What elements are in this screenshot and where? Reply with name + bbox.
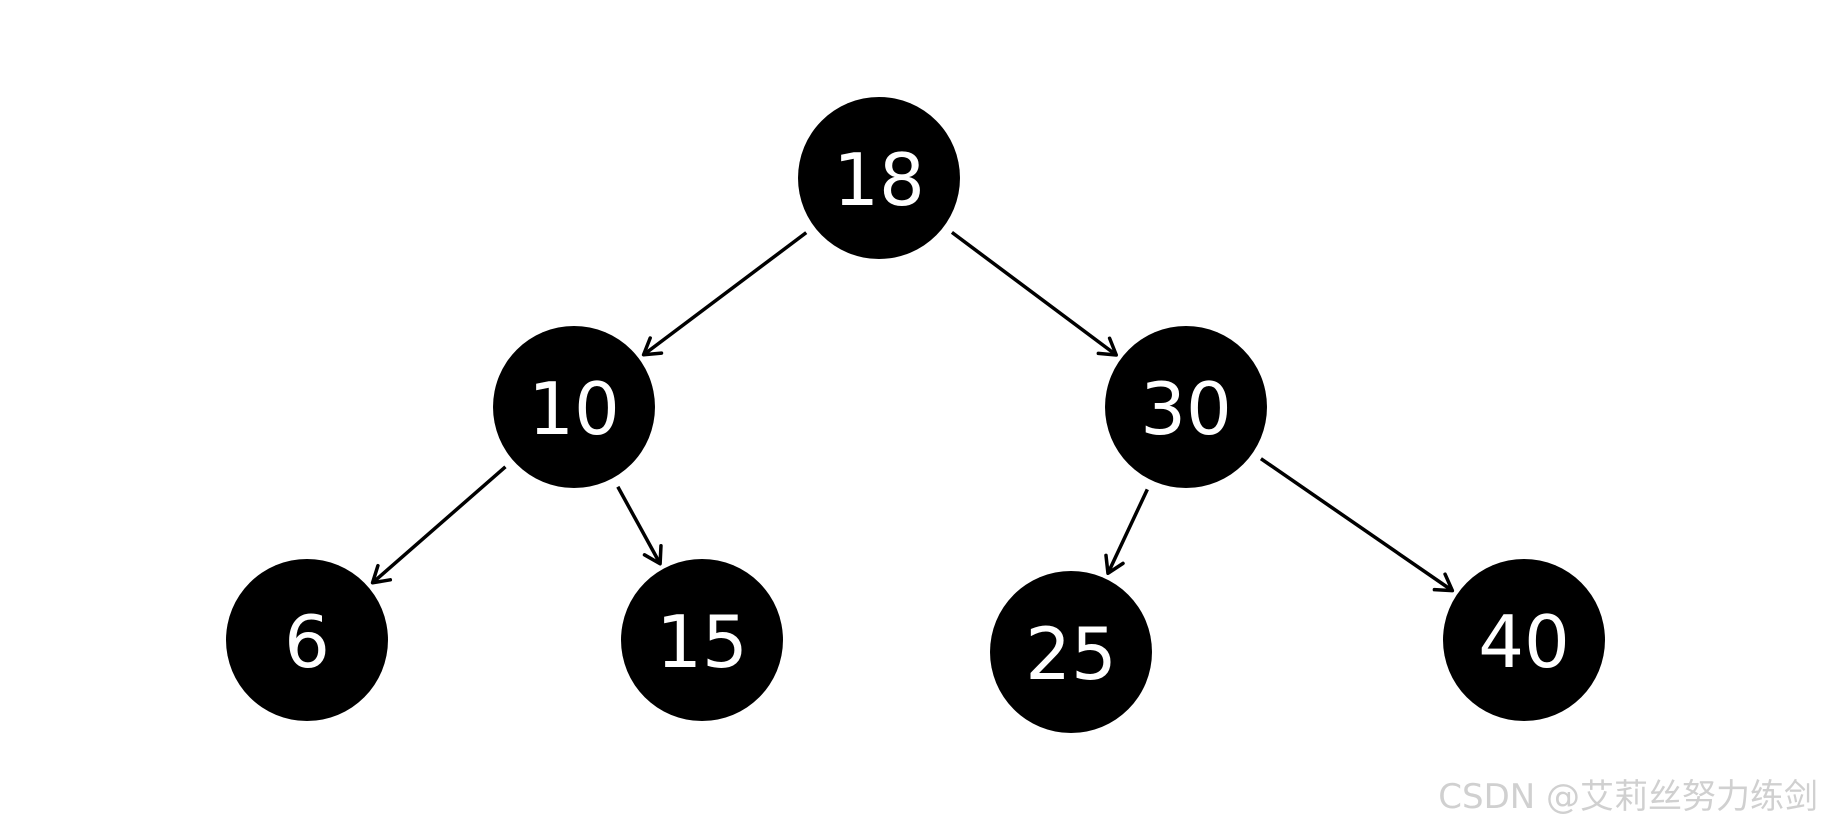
edge-line: [616, 485, 662, 565]
nodes-layer: 18 10 30 6 15 25 40: [226, 97, 1605, 733]
edges-layer: [370, 231, 1455, 593]
tree-node-10: 10: [493, 326, 655, 488]
arrowhead-icon: [1104, 553, 1125, 575]
node-circle: [493, 326, 655, 488]
watermark: CSDN @艾莉丝努力练剑: [1438, 777, 1818, 817]
edge-line: [642, 231, 808, 357]
tree-node-6: 6: [226, 559, 388, 721]
edge-30-to-25: [1104, 488, 1149, 575]
tree-node-30: 30: [1105, 326, 1267, 488]
node-circle: [1443, 559, 1605, 721]
edge-line: [1106, 488, 1149, 574]
arrowhead-icon: [641, 336, 664, 357]
node-circle: [621, 559, 783, 721]
node-circle: [990, 571, 1152, 733]
tree-node-25: 25: [990, 571, 1152, 733]
node-label: 15: [656, 600, 748, 684]
arrowhead-icon: [1096, 336, 1119, 357]
edge-line: [1259, 457, 1454, 593]
node-label: 10: [528, 367, 620, 451]
arrowhead-icon: [1432, 572, 1455, 593]
node-circle: [226, 559, 388, 721]
edge-10-to-15: [616, 485, 663, 566]
node-circle: [1105, 326, 1267, 488]
arrowhead-icon: [370, 563, 393, 585]
edge-10-to-6: [370, 465, 507, 585]
node-label: 25: [1025, 612, 1117, 696]
edge-18-to-10: [641, 231, 808, 357]
node-circle: [798, 97, 960, 259]
edge-30-to-40: [1259, 457, 1455, 593]
node-label: 40: [1478, 600, 1570, 684]
edge-line: [950, 231, 1118, 357]
arrowhead-icon: [642, 544, 663, 566]
edge-18-to-30: [950, 231, 1119, 357]
node-label: 6: [284, 600, 330, 684]
node-label: 30: [1140, 367, 1232, 451]
node-label: 18: [833, 138, 925, 222]
tree-node-18: 18: [798, 97, 960, 259]
tree-node-15: 15: [621, 559, 783, 721]
tree-node-40: 40: [1443, 559, 1605, 721]
edge-line: [371, 465, 507, 585]
